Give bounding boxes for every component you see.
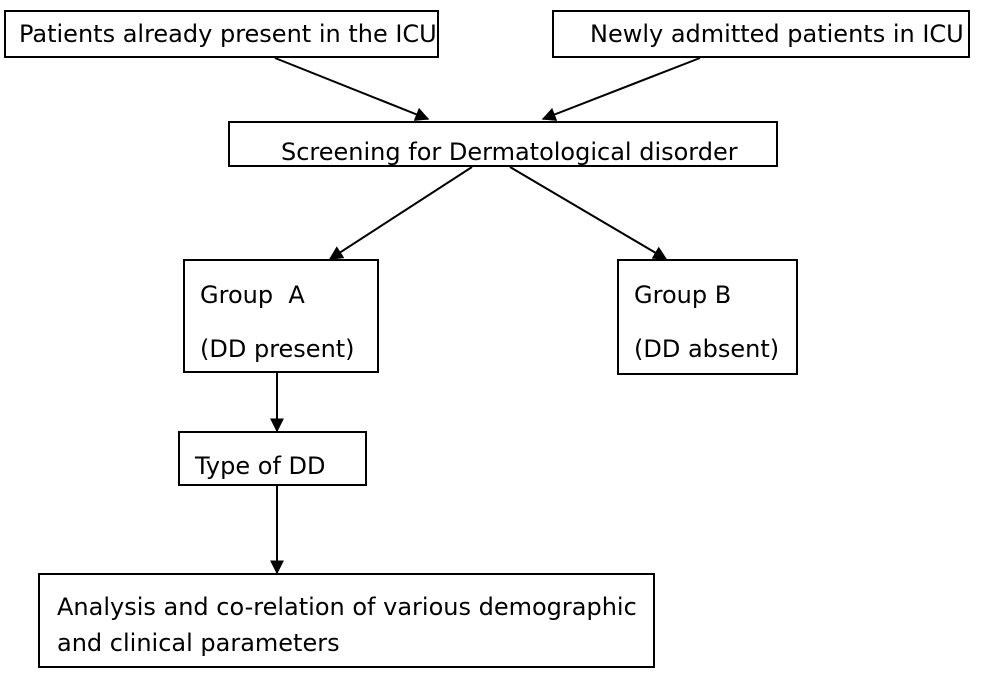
box-group-a: Group A (DD present) [183, 259, 379, 373]
group-b-subtitle: (DD absent) [634, 335, 780, 363]
box-new-patients: Newly admitted patients in ICU [552, 10, 970, 58]
group-a-subtitle: (DD present) [200, 335, 355, 363]
arrow-existing-to-screening [274, 57, 430, 121]
group-b-title: Group B [634, 281, 732, 309]
type-of-dd-label: Type of DD [195, 452, 326, 480]
existing-patients-label: Patients already present in the ICU [19, 20, 437, 48]
screening-label: Screening for Dermatological disorder [281, 138, 738, 166]
arrow-screening-to-group-a [328, 166, 473, 260]
analysis-line-1: Analysis and co-relation of various demo… [57, 593, 637, 621]
analysis-line-2: and clinical parameters [57, 629, 340, 657]
arrow-new-to-screening [541, 57, 701, 121]
box-screening: Screening for Dermatological disorder [228, 121, 778, 167]
box-type-of-dd: Type of DD [178, 431, 367, 486]
box-group-b: Group B (DD absent) [617, 259, 798, 375]
arrow-screening-to-group-b [509, 166, 668, 260]
box-analysis: Analysis and co-relation of various demo… [38, 573, 655, 668]
new-patients-label: Newly admitted patients in ICU [590, 20, 964, 48]
group-a-title: Group A [200, 281, 305, 309]
box-existing-patients: Patients already present in the ICU [4, 10, 439, 58]
